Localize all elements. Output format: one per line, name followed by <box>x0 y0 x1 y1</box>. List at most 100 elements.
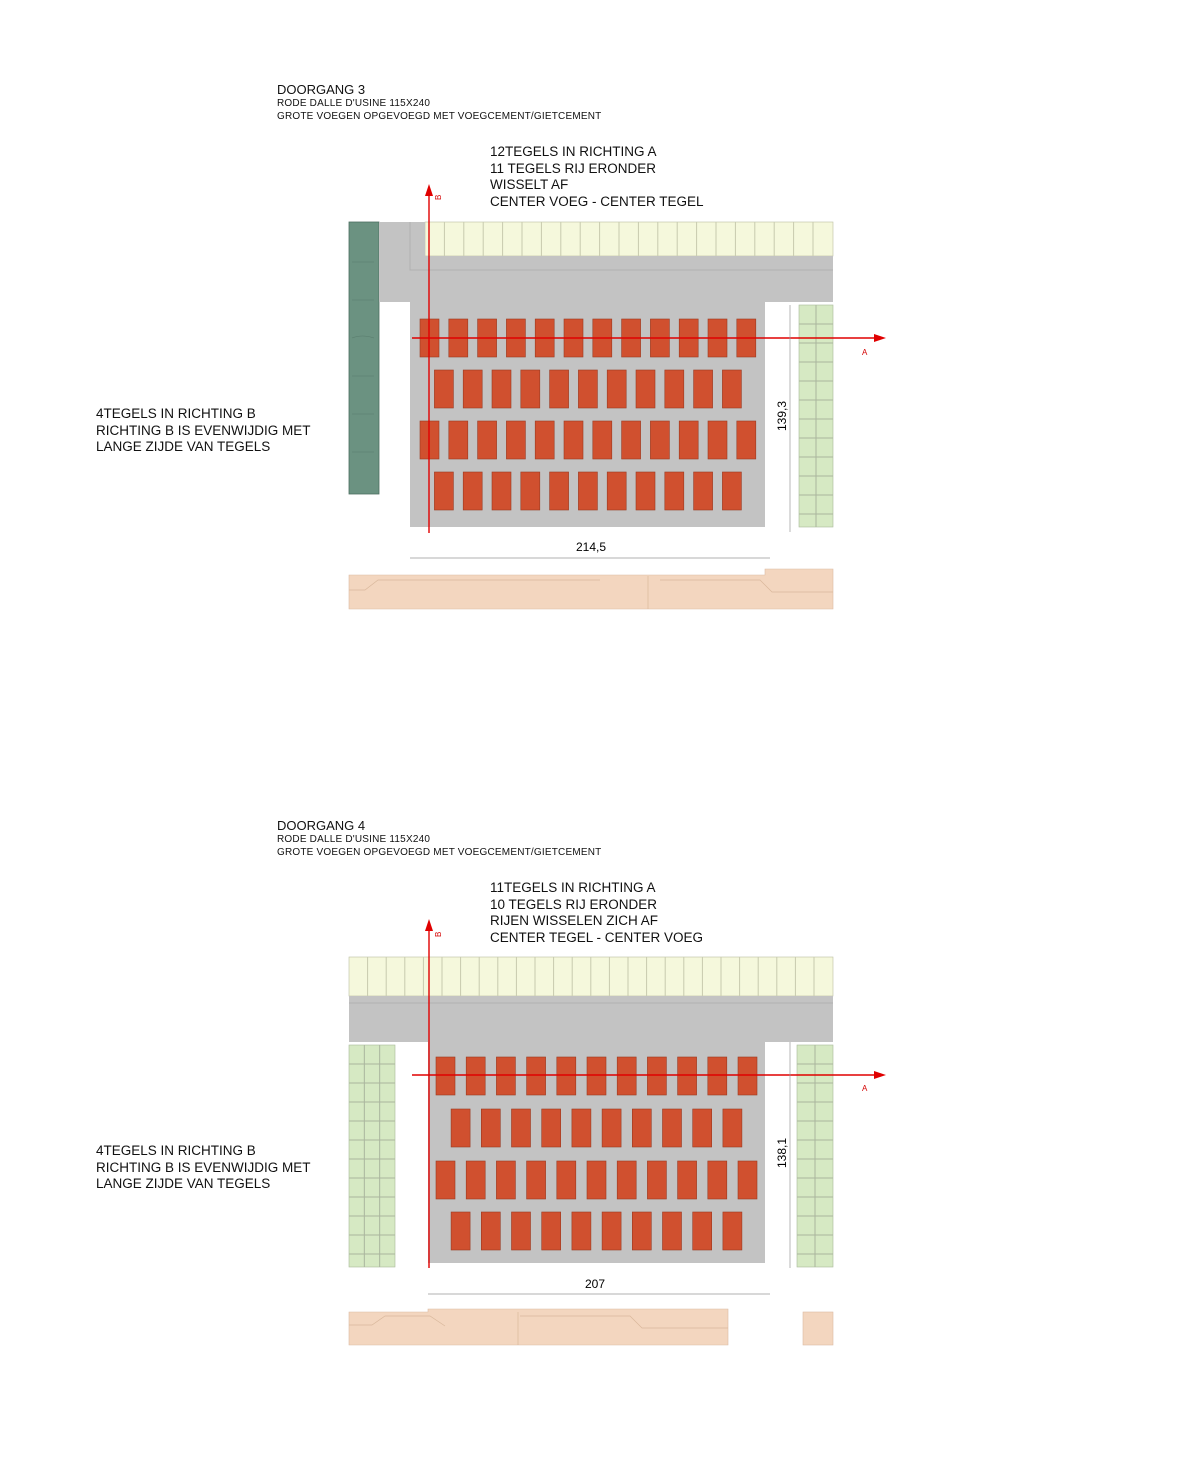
red-tile <box>480 1211 501 1251</box>
section-subtitle-doorgang-3: RODE DALLE D'USINE 115X240 GROTE VOEGEN … <box>277 97 601 123</box>
red-tile <box>462 369 483 409</box>
red-tile <box>707 1160 728 1200</box>
red-tile <box>450 1108 471 1148</box>
red-tile <box>491 369 512 409</box>
red-tile <box>722 1211 743 1251</box>
mortar-edge-line <box>409 222 833 271</box>
red-tile <box>556 1160 577 1200</box>
note-line: 11 TEGELS RIJ ERONDER <box>490 160 657 176</box>
red-tile <box>664 369 685 409</box>
note-line: 4TEGELS IN RICHTING B <box>96 406 256 421</box>
red-tile <box>578 369 598 409</box>
cream-tile-joints <box>367 957 815 996</box>
red-tile <box>601 1211 622 1251</box>
red-tile <box>664 471 685 511</box>
red-tile <box>491 471 512 511</box>
note-line: RIJEN WISSELEN ZICH AF <box>490 913 659 928</box>
red-tile-grid <box>435 1056 758 1251</box>
red-tile <box>616 1056 637 1096</box>
width-dimension-label: 207 <box>585 1277 605 1291</box>
note-direction-b-doorgang-4: 4TEGELS IN RICHTING B RICHTING B IS EVEN… <box>96 1143 311 1193</box>
red-tile <box>563 420 584 460</box>
red-tile <box>541 1108 562 1148</box>
axis-b-label: B <box>434 195 443 200</box>
sand-floor-joints <box>349 576 833 609</box>
sand-floor-block <box>802 1311 834 1346</box>
red-tile <box>520 471 541 511</box>
wall-texture <box>351 261 375 453</box>
red-tile <box>601 1108 622 1148</box>
axis-a-label: A <box>862 1084 868 1093</box>
red-tile <box>511 1211 531 1251</box>
red-tile <box>631 1108 652 1148</box>
note-line: 10 TEGELS RIJ ERONDER <box>490 896 658 912</box>
subtitle-line: GROTE VOEGEN OPGEVOEGD MET VOEGCEMENT/GI… <box>277 111 602 122</box>
red-tile <box>434 369 454 409</box>
red-tile <box>677 1160 697 1200</box>
section-title-doorgang-3: DOORGANG 3 <box>277 82 366 97</box>
red-tile <box>707 1056 728 1096</box>
red-tile <box>506 420 526 460</box>
red-tile <box>606 471 627 511</box>
axis-b-arrowhead <box>425 184 433 196</box>
red-tile <box>650 420 670 460</box>
cream-tile-joints <box>443 222 814 256</box>
red-tile <box>511 1108 531 1148</box>
note-line: CENTER TEGEL - CENTER VOEG <box>490 929 704 945</box>
red-tile <box>465 1056 486 1096</box>
red-tile <box>693 369 713 409</box>
red-tile <box>707 420 728 460</box>
red-tile <box>526 1160 546 1200</box>
subtitle-line: RODE DALLE D'USINE 115X240 <box>277 98 431 109</box>
red-tile <box>534 420 555 460</box>
red-tile <box>477 420 497 460</box>
red-tile <box>647 1056 667 1096</box>
axis-b-label: B <box>434 932 443 937</box>
note-line: LANGE ZIJDE VAN TEGELS <box>96 439 271 454</box>
section-subtitle-doorgang-4: RODE DALLE D'USINE 115X240 GROTE VOEGEN … <box>277 833 601 859</box>
note-line: RICHTING B IS EVENWIJDIG MET <box>96 422 311 438</box>
red-tile-grid <box>419 318 757 511</box>
red-tile <box>693 471 713 511</box>
red-tile <box>737 1056 758 1096</box>
sand-floor-strip <box>348 568 834 610</box>
note-line: LANGE ZIJDE VAN TEGELS <box>96 1176 271 1191</box>
green-tile-joints <box>349 1045 833 1267</box>
red-tile <box>616 1160 637 1200</box>
green-tile-column-left <box>348 1044 396 1268</box>
dark-green-wall <box>348 221 380 495</box>
note-line: 11TEGELS IN RICHTING A <box>490 880 656 895</box>
red-tile <box>677 1056 697 1096</box>
section-title-doorgang-4: DOORGANG 4 <box>277 818 366 833</box>
red-tile <box>435 1056 456 1096</box>
note-line: 4TEGELS IN RICHTING B <box>96 1143 256 1158</box>
red-tile <box>678 420 699 460</box>
red-tile <box>606 369 627 409</box>
red-tile <box>586 1160 607 1200</box>
red-tile <box>465 1160 486 1200</box>
red-tile <box>526 1056 546 1096</box>
red-tile <box>635 369 656 409</box>
red-tile <box>549 369 569 409</box>
red-tile <box>586 1056 607 1096</box>
red-tile <box>571 1211 592 1251</box>
red-tile <box>722 1108 743 1148</box>
red-tile <box>662 1211 682 1251</box>
red-tile <box>692 1211 713 1251</box>
red-tile <box>631 1211 652 1251</box>
red-tile <box>736 420 757 460</box>
red-tile <box>722 369 742 409</box>
red-tile <box>662 1108 682 1148</box>
red-tile <box>621 420 641 460</box>
floor-plan-doorgang-3: B A 139,3 214,5 <box>348 184 886 610</box>
note-direction-b-doorgang-3: 4TEGELS IN RICHTING B RICHTING B IS EVEN… <box>96 406 311 456</box>
axis-a-label: A <box>862 348 868 357</box>
note-direction-a-doorgang-3: 12TEGELS IN RICHTING A 11 TEGELS RIJ ERO… <box>490 144 704 210</box>
red-tile <box>592 420 613 460</box>
red-tile <box>520 369 541 409</box>
floor-plan-doorgang-4: B A 138,1 207 <box>348 919 886 1346</box>
red-tile <box>549 471 569 511</box>
axis-a-arrowhead <box>874 334 886 342</box>
red-tile <box>496 1160 516 1200</box>
note-line: CENTER VOEG - CENTER TEGEL <box>490 193 704 209</box>
